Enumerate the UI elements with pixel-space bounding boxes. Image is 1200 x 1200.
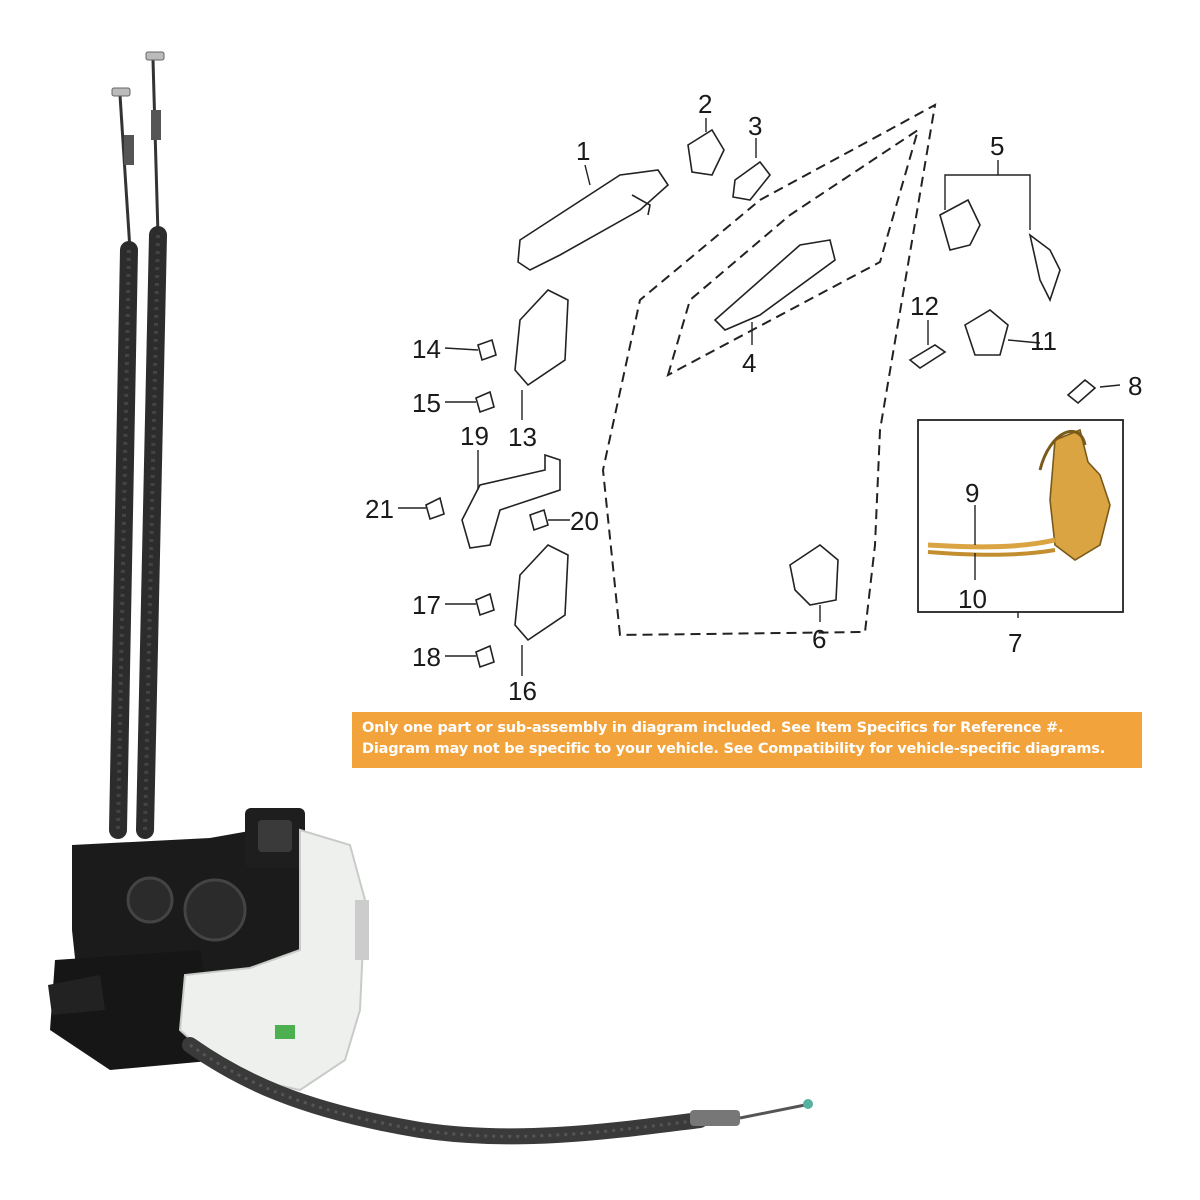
callout-5: 5 — [990, 131, 1004, 161]
callout-19: 19 — [460, 421, 489, 451]
part-5-lock-cylinder — [939, 198, 981, 251]
notice-line-2: Diagram may not be specific to your vehi… — [362, 741, 1106, 757]
bolt-17 — [475, 592, 495, 617]
callout-15: 15 — [412, 388, 441, 418]
callout-labels: 1 2 3 4 5 6 7 8 9 10 11 12 13 14 15 16 1… — [365, 89, 1142, 706]
callout-18: 18 — [412, 642, 441, 672]
callout-4: 4 — [742, 348, 756, 378]
callout-14: 14 — [412, 334, 441, 364]
leader-lines — [398, 118, 1121, 676]
bolt-20 — [529, 508, 549, 532]
part-16-lower-hinge — [514, 544, 569, 642]
callout-1: 1 — [576, 136, 590, 166]
callout-17: 17 — [412, 590, 441, 620]
part-6-striker — [789, 544, 839, 606]
part-13-upper-hinge — [514, 289, 569, 387]
part-11-bracket — [964, 309, 1009, 356]
callout-2: 2 — [698, 89, 712, 119]
part-1-outer-handle — [517, 169, 670, 271]
part-12-bolt — [908, 344, 947, 369]
bolt-15 — [475, 390, 495, 414]
callout-13: 13 — [508, 422, 537, 452]
part-7-assembly-box — [917, 419, 1124, 613]
callout-3: 3 — [748, 111, 762, 141]
bolt-14 — [477, 338, 497, 362]
notice-line-1: Only one part or sub-assembly in diagram… — [362, 720, 1064, 736]
part-7-actuator-highlight — [1049, 428, 1111, 561]
callout-7: 7 — [1008, 628, 1022, 658]
part-8-screw — [1066, 378, 1097, 405]
callout-10: 10 — [958, 584, 987, 614]
exploded-parts-diagram — [398, 103, 1124, 676]
bolt-18 — [475, 644, 495, 669]
callout-16: 16 — [508, 676, 537, 706]
actuator-photo — [48, 51, 813, 1145]
callout-12: 12 — [910, 291, 939, 321]
part-2-cover — [687, 128, 725, 176]
callout-6: 6 — [812, 624, 826, 654]
callout-11: 11 — [1030, 326, 1057, 356]
part-4-handle-frame — [713, 239, 836, 331]
part-3-cap — [732, 160, 772, 201]
part-19-door-check — [461, 453, 561, 549]
callout-9: 9 — [965, 478, 979, 508]
callout-8: 8 — [1128, 371, 1142, 401]
callout-20: 20 — [570, 506, 599, 536]
bolt-21 — [425, 496, 445, 521]
callout-21: 21 — [365, 494, 394, 524]
door-outline — [601, 103, 937, 637]
notice-banner: Only one part or sub-assembly in diagram… — [352, 712, 1142, 768]
